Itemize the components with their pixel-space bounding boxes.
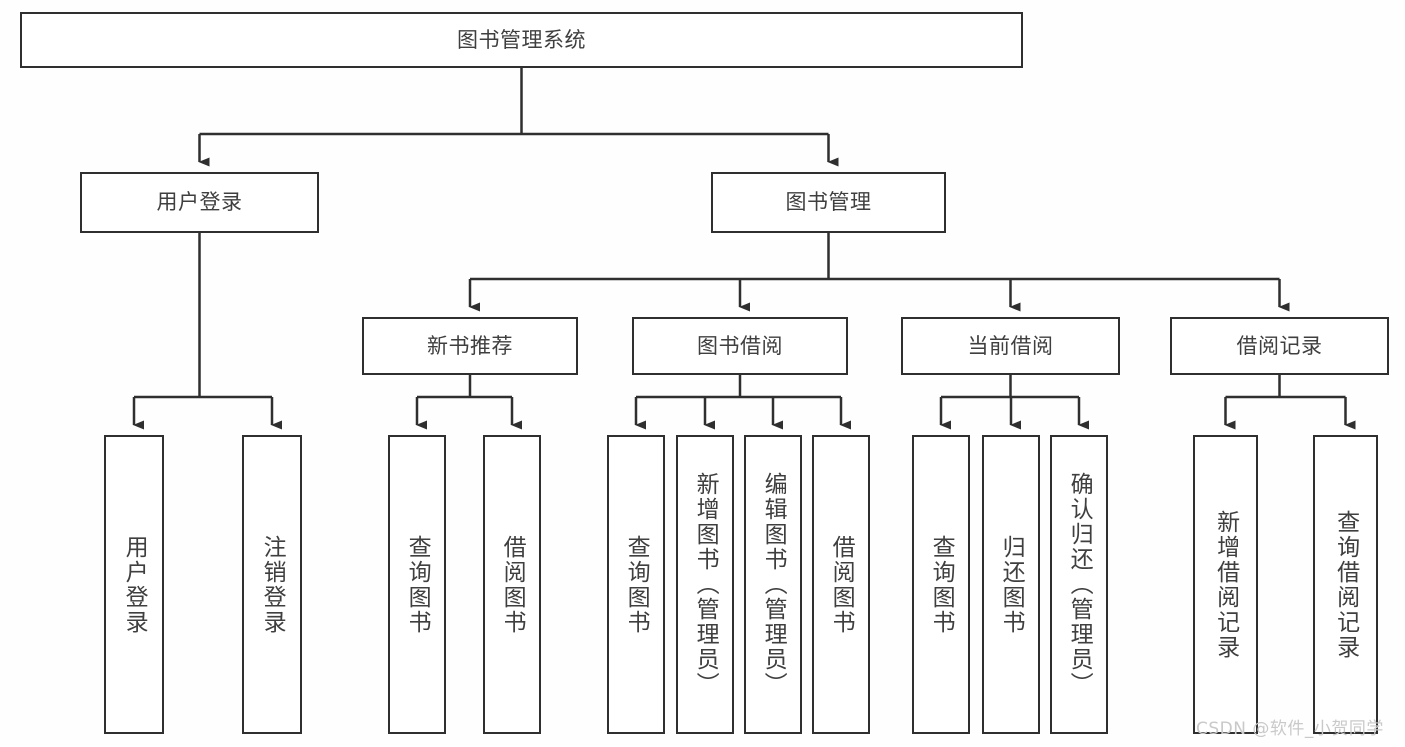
- node-leaf-logout[interactable]: 注销登录: [242, 435, 302, 734]
- node-new-book-rec[interactable]: 新书推荐: [362, 317, 578, 375]
- node-label-leaf-borrow-book-1: 借阅图书: [499, 534, 526, 635]
- node-leaf-add-record[interactable]: 新增借阅记录: [1193, 435, 1258, 734]
- node-leaf-query-book-2[interactable]: 查询图书: [607, 435, 665, 734]
- node-label-leaf-query-book-3: 查询图书: [928, 534, 955, 635]
- node-leaf-query-record[interactable]: 查询借阅记录: [1313, 435, 1378, 734]
- node-label-leaf-borrow-book-2: 借阅图书: [828, 534, 855, 635]
- node-leaf-return-book[interactable]: 归还图书: [982, 435, 1040, 734]
- node-label-leaf-edit-book: 编辑图书（管理员）: [760, 472, 787, 697]
- node-user-login[interactable]: 用户登录: [80, 172, 319, 233]
- node-label-leaf-return-book: 归还图书: [998, 534, 1025, 635]
- node-borrow-record[interactable]: 借阅记录: [1170, 317, 1389, 375]
- node-label-new-book-rec: 新书推荐: [427, 333, 513, 358]
- node-leaf-add-book[interactable]: 新增图书（管理员）: [676, 435, 734, 734]
- node-label-leaf-confirm-return: 确认归还（管理员）: [1066, 472, 1093, 697]
- node-leaf-edit-book[interactable]: 编辑图书（管理员）: [744, 435, 802, 734]
- node-book-borrow[interactable]: 图书借阅: [632, 317, 848, 375]
- node-label-leaf-add-record: 新增借阅记录: [1212, 509, 1239, 660]
- node-label-current-borrow: 当前借阅: [967, 333, 1054, 358]
- csdn-watermark: CSDN @软件_小贺同学: [1196, 719, 1384, 739]
- node-leaf-user-login[interactable]: 用户登录: [104, 435, 164, 734]
- node-label-book-borrow: 图书借阅: [697, 333, 783, 358]
- node-leaf-query-book-1[interactable]: 查询图书: [388, 435, 446, 734]
- node-label-leaf-query-record: 查询借阅记录: [1332, 509, 1359, 660]
- node-leaf-borrow-book-2[interactable]: 借阅图书: [812, 435, 870, 734]
- node-current-borrow[interactable]: 当前借阅: [901, 317, 1120, 375]
- node-label-leaf-query-book-1: 查询图书: [404, 534, 431, 635]
- node-label-root: 图书管理系统: [457, 27, 586, 52]
- node-leaf-borrow-book-1[interactable]: 借阅图书: [483, 435, 541, 734]
- node-leaf-confirm-return[interactable]: 确认归还（管理员）: [1050, 435, 1108, 734]
- node-label-book-manage: 图书管理: [785, 190, 872, 215]
- node-label-leaf-query-book-2: 查询图书: [623, 534, 650, 635]
- node-label-user-login: 用户登录: [156, 190, 243, 215]
- node-leaf-query-book-3[interactable]: 查询图书: [912, 435, 970, 734]
- node-label-leaf-logout: 注销登录: [259, 534, 286, 635]
- node-root[interactable]: 图书管理系统: [20, 12, 1023, 68]
- node-label-leaf-user-login: 用户登录: [121, 534, 148, 635]
- node-label-borrow-record: 借阅记录: [1236, 333, 1323, 358]
- node-label-leaf-add-book: 新增图书（管理员）: [692, 472, 719, 697]
- node-book-manage[interactable]: 图书管理: [711, 172, 946, 233]
